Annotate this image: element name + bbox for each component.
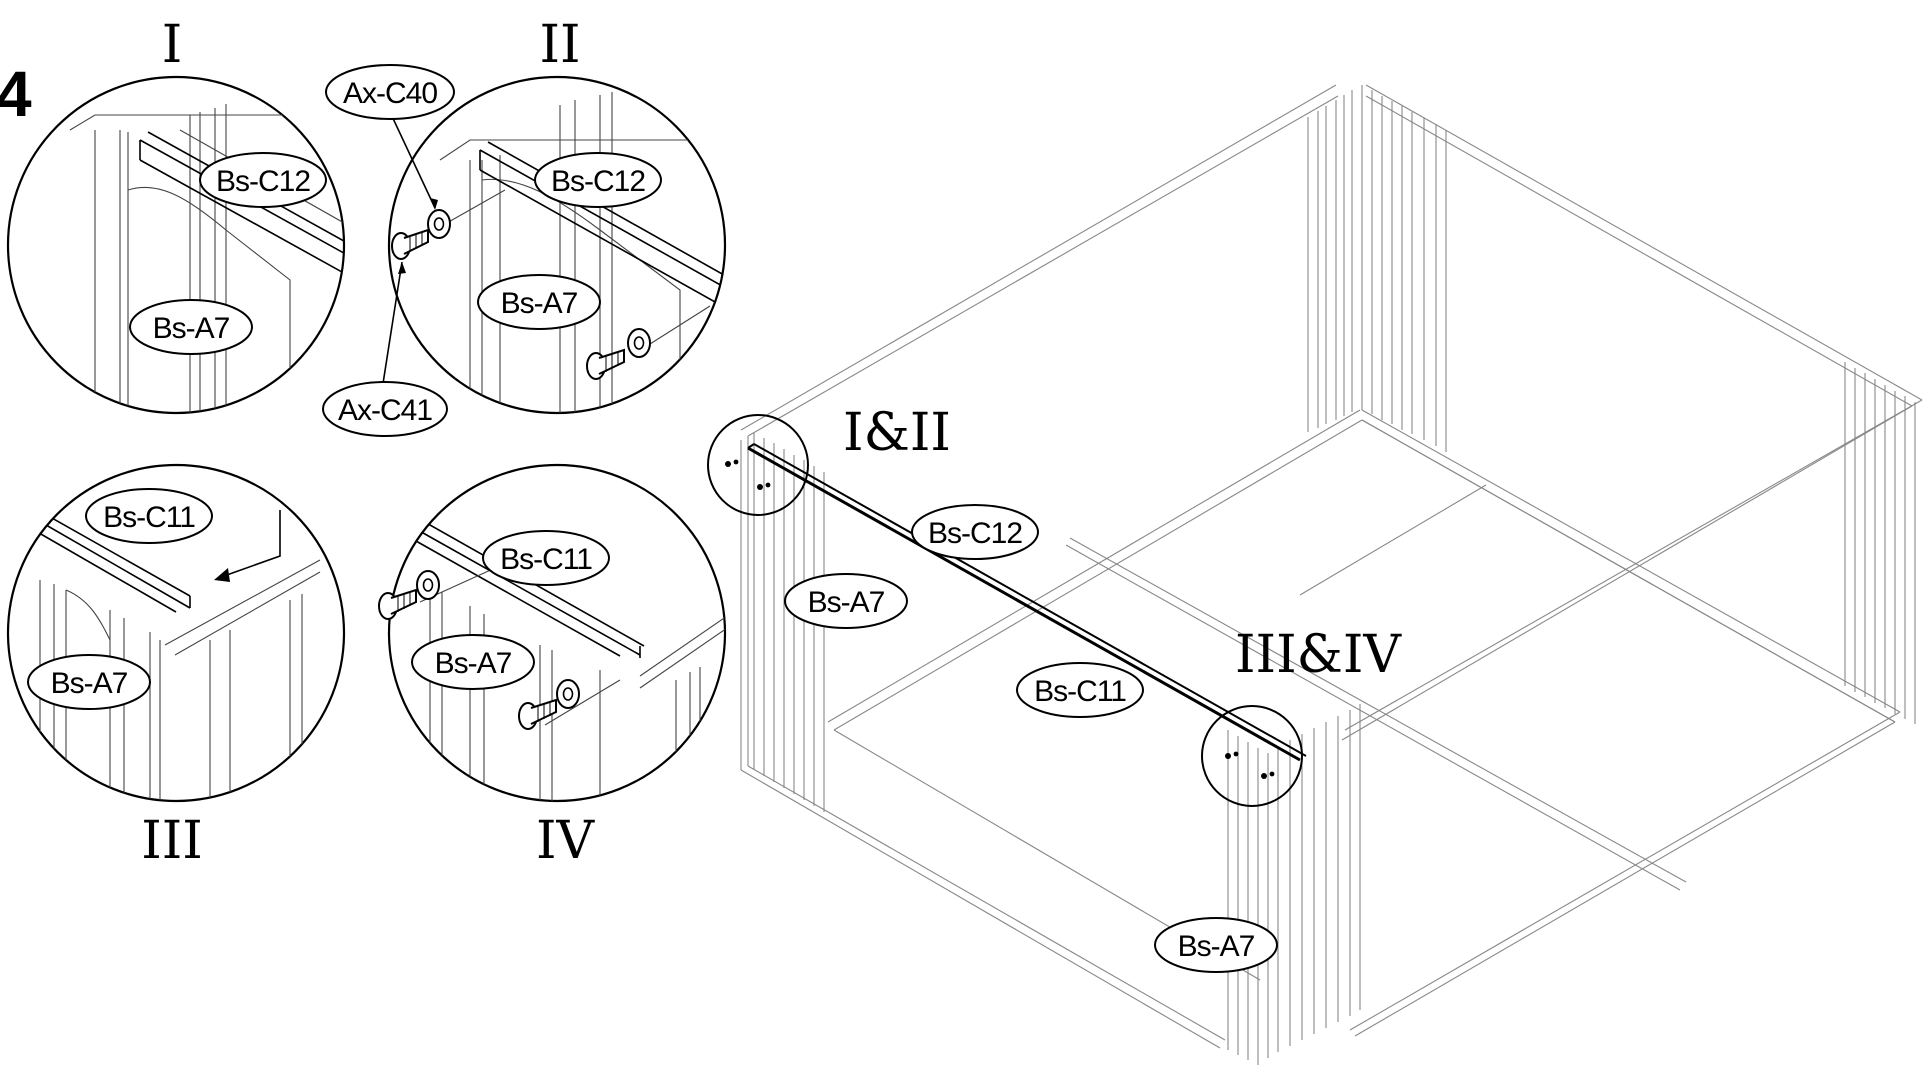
part-label-main-rail-top: Bs-C12	[911, 504, 1039, 560]
svg-text:Bs-C12: Bs-C12	[928, 517, 1022, 550]
svg-text:Bs-A7: Bs-A7	[435, 647, 512, 680]
detail-title-2: II	[539, 15, 580, 75]
main-screws	[725, 459, 1275, 779]
svg-text:Ax-C41: Ax-C41	[338, 394, 432, 427]
part-label-d3-panel: Bs-A7	[27, 654, 151, 710]
main-detail-circle-bottom	[1201, 705, 1303, 807]
detail-title-1: I	[162, 15, 183, 75]
part-label-d2-rail: Bs-C12	[534, 152, 662, 208]
detail-4	[378, 463, 727, 803]
screw-icon-4	[518, 698, 557, 730]
washer-icon-2	[627, 328, 651, 358]
floor-lines	[833, 419, 1896, 981]
front-top-rail	[747, 443, 1307, 762]
part-label-d4-panel: Bs-A7	[411, 634, 535, 690]
part-label-main-rail-bottom: Bs-C11	[1016, 662, 1144, 718]
washer-icon-4	[556, 679, 580, 709]
part-label-d1-rail: Bs-C12	[199, 152, 327, 208]
svg-text:Bs-C12: Bs-C12	[551, 165, 645, 198]
detail-2	[381, 75, 727, 415]
screw-icon-3	[378, 588, 417, 620]
screw-icon	[391, 228, 429, 260]
svg-text:Bs-C11: Bs-C11	[1034, 675, 1126, 708]
main-detail-title-1: I&II	[843, 403, 951, 463]
svg-text:Bs-A7: Bs-A7	[153, 312, 230, 345]
part-label-main-panel-front: Bs-A7	[1154, 917, 1278, 973]
detail-title-4: IV	[536, 811, 596, 871]
detail-title-3: III	[141, 811, 203, 871]
svg-text:Bs-C12: Bs-C12	[216, 165, 310, 198]
front-left-wall	[740, 436, 1226, 1049]
step-number: 4	[0, 58, 32, 130]
svg-text:Bs-C11: Bs-C11	[500, 543, 592, 576]
back-corner-panel	[1307, 85, 1447, 452]
arrow-icon	[214, 510, 281, 582]
main-detail-title-2: III&IV	[1235, 625, 1402, 685]
part-label-washer: Ax-C40	[325, 64, 455, 120]
svg-text:Bs-A7: Bs-A7	[51, 667, 128, 700]
washer-icon-3	[416, 570, 440, 600]
right-corner-panel	[1844, 362, 1916, 724]
front-corner-panel	[1227, 704, 1361, 1065]
right-front-wall	[1341, 399, 1923, 1037]
svg-text:Bs-C11: Bs-C11	[103, 501, 195, 534]
part-label-d3-rail: Bs-C11	[85, 488, 213, 544]
part-label-screw: Ax-C41	[322, 381, 448, 437]
svg-text:Bs-A7: Bs-A7	[1178, 930, 1255, 963]
svg-text:Bs-A7: Bs-A7	[501, 287, 578, 320]
part-label-main-panel-left: Bs-A7	[784, 573, 908, 629]
svg-text:Bs-A7: Bs-A7	[808, 586, 885, 619]
detail-1	[6, 75, 346, 415]
svg-text:Ax-C40: Ax-C40	[343, 77, 437, 110]
part-label-d4-rail: Bs-C11	[482, 530, 610, 586]
back-left-wall	[740, 84, 1363, 731]
main-detail-circle-top	[707, 414, 809, 516]
part-label-d1-panel: Bs-A7	[129, 299, 253, 355]
shed-frame	[707, 84, 1923, 1065]
washer-icon	[427, 209, 451, 239]
left-corner-panel	[753, 432, 825, 812]
part-label-d2-panel: Bs-A7	[477, 274, 601, 330]
screw-icon-2	[586, 348, 625, 380]
